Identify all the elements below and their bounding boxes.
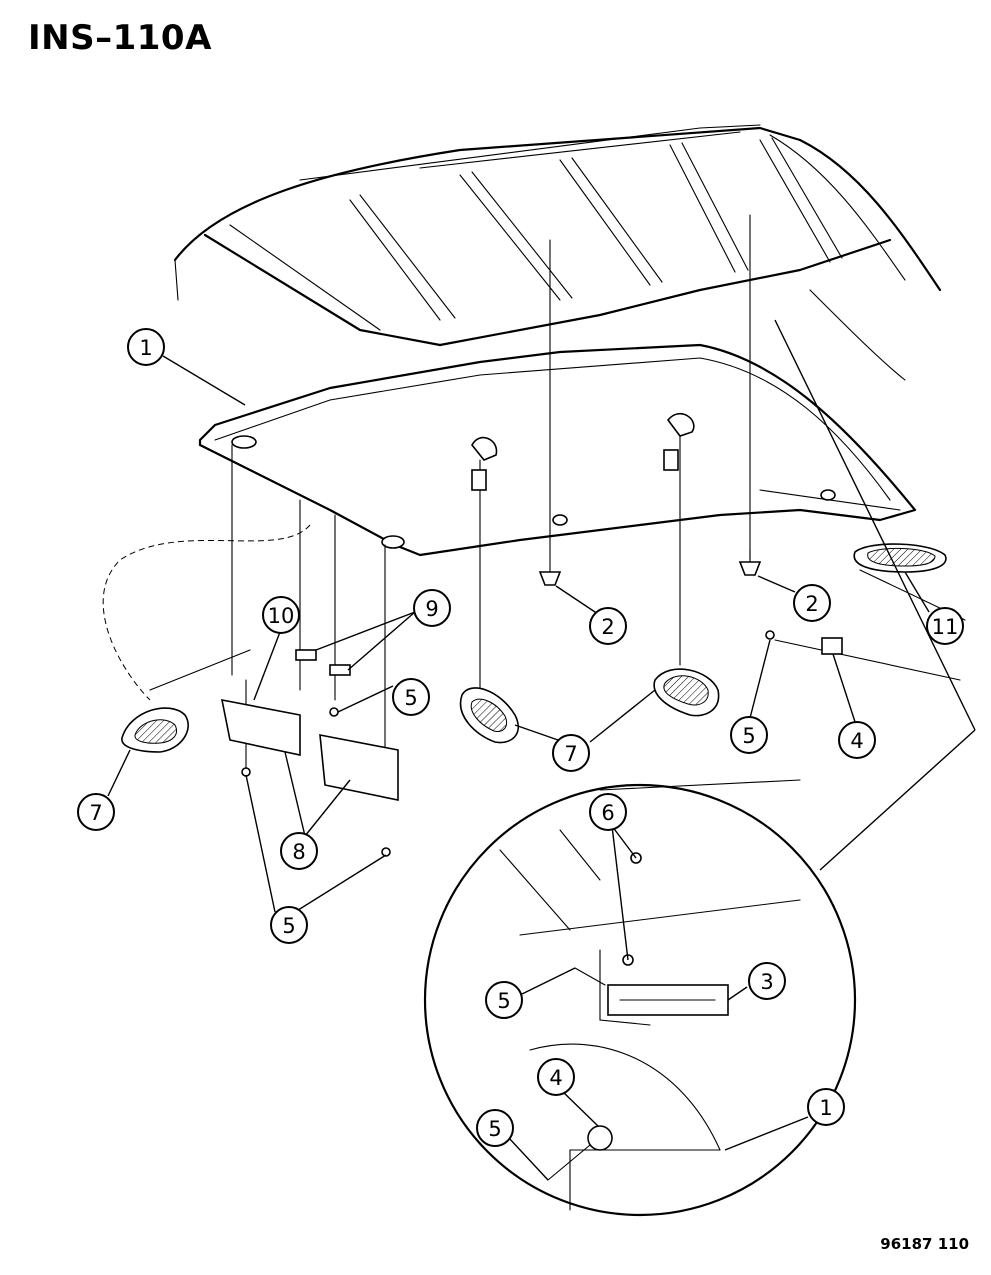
- svg-text:4: 4: [850, 729, 863, 753]
- headliner-panel: [198, 343, 917, 557]
- svg-text:4: 4: [549, 1066, 562, 1090]
- svg-text:2: 2: [601, 615, 614, 639]
- roof-frame: [173, 124, 942, 381]
- svg-text:5: 5: [742, 724, 755, 748]
- sun-visors: [220, 630, 843, 857]
- svg-text:3: 3: [760, 970, 773, 994]
- callout-leaders: [107, 355, 930, 1181]
- callout-1b: 1: [807, 1088, 845, 1126]
- svg-text:5: 5: [282, 914, 295, 938]
- reference-code: 96187 110: [880, 1235, 969, 1253]
- callout-2b: 2: [793, 584, 831, 622]
- svg-text:8: 8: [292, 840, 305, 864]
- callout-3: 3: [748, 962, 786, 1000]
- svg-text:1: 1: [819, 1096, 832, 1120]
- callout-4a: 4: [838, 721, 876, 759]
- svg-text:5: 5: [404, 686, 417, 710]
- svg-text:9: 9: [425, 597, 438, 621]
- svg-text:7: 7: [89, 801, 102, 825]
- svg-text:2: 2: [805, 592, 818, 616]
- callout-4b: 4: [537, 1058, 575, 1096]
- detail-inset: [423, 319, 976, 1217]
- callout-5e: 5: [476, 1109, 514, 1147]
- callout-5c: 5: [270, 906, 308, 944]
- callout-10: 10: [262, 596, 300, 634]
- svg-text:5: 5: [488, 1117, 501, 1141]
- page-title: INS–110A: [28, 18, 212, 58]
- callout-2a: 2: [589, 607, 627, 645]
- dome-lamps: [121, 413, 947, 753]
- callout-9: 9: [413, 589, 451, 627]
- svg-text:6: 6: [601, 801, 614, 825]
- callout-8: 8: [280, 832, 318, 870]
- svg-text:5: 5: [497, 989, 510, 1013]
- callout-7a: 7: [77, 793, 115, 831]
- callout-6: 6: [589, 793, 627, 831]
- callout-5d: 5: [485, 981, 523, 1019]
- callout-11: 11: [926, 607, 964, 645]
- assembly-leader-lines: [102, 214, 966, 771]
- callout-5a: 5: [392, 678, 430, 716]
- svg-text:11: 11: [932, 615, 959, 639]
- callout-7b: 7: [552, 734, 590, 772]
- callout-5b: 5: [730, 716, 768, 754]
- svg-text:10: 10: [268, 604, 295, 628]
- fasteners: [538, 549, 762, 586]
- svg-text:7: 7: [564, 742, 577, 766]
- callout-1a: 1: [127, 328, 165, 366]
- svg-text:1: 1: [139, 336, 152, 360]
